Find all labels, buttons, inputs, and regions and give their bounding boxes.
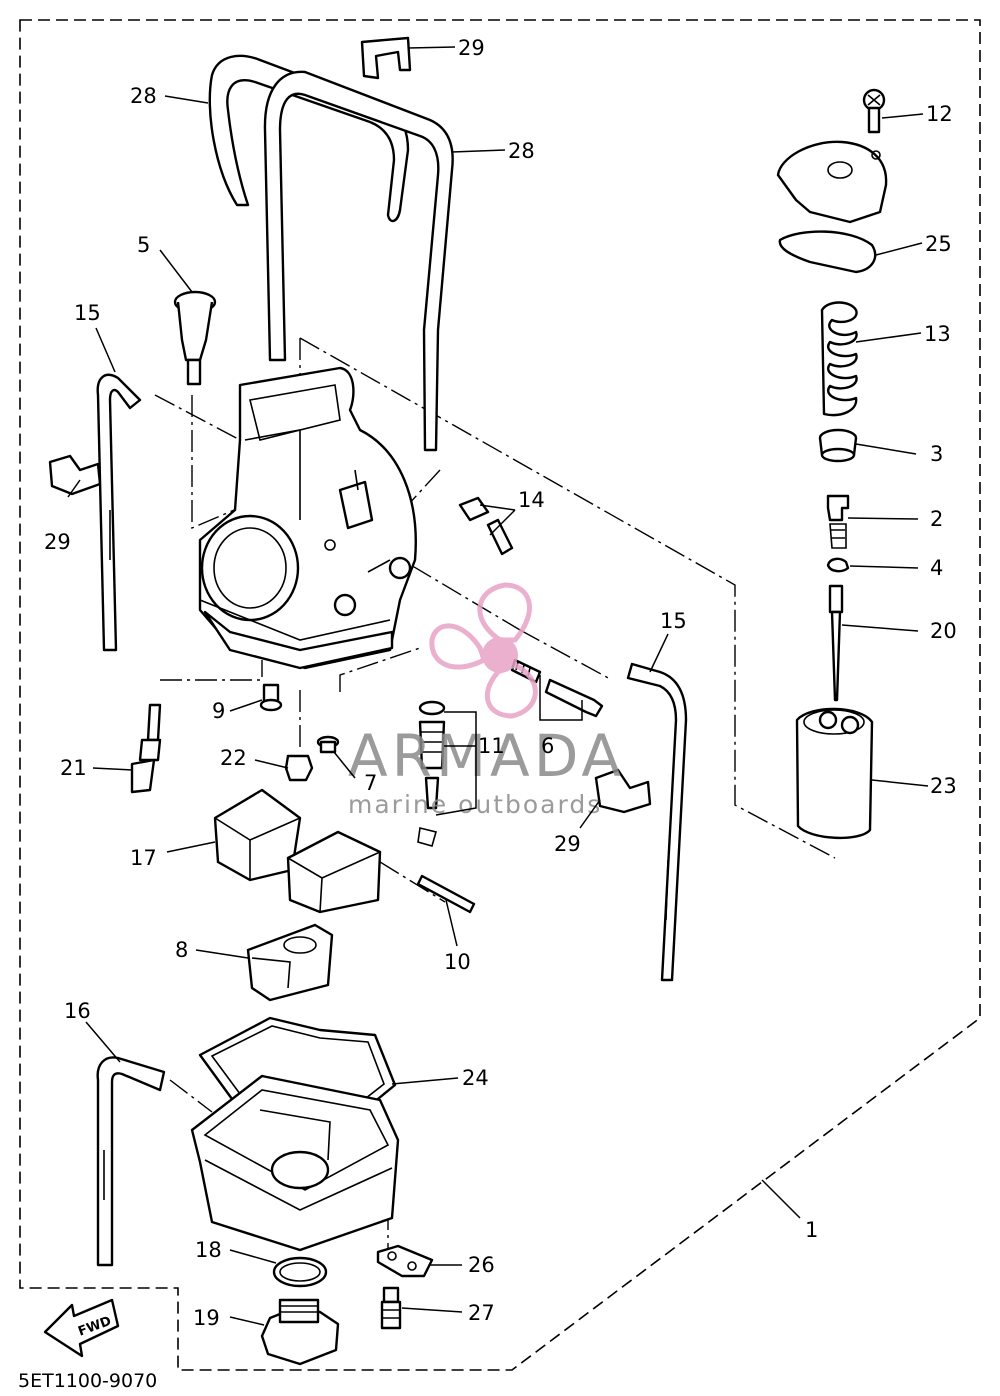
- callout-26: 26: [468, 1253, 495, 1277]
- callout-6: 6: [541, 734, 554, 758]
- vent-hose-28-right: [263, 70, 454, 452]
- callout-14: 14: [518, 488, 545, 512]
- callout-5: 5: [137, 233, 150, 257]
- plate-26: [376, 1244, 434, 1278]
- watermark-logo: ARMADA marine outboards: [348, 582, 625, 819]
- drain-hose-16: [96, 1056, 166, 1267]
- drain-plug-19: [260, 1298, 340, 1366]
- top-cap: [776, 140, 888, 224]
- o-ring-18: [272, 1256, 328, 1288]
- callout-27: 27: [468, 1301, 495, 1325]
- callout-12: 12: [926, 102, 953, 126]
- float-chamber: [190, 1074, 400, 1252]
- callout-22: 22: [220, 746, 247, 770]
- throttle-valve-23: [795, 707, 874, 840]
- callout-8: 8: [175, 938, 188, 962]
- callout-25: 25: [925, 232, 952, 256]
- spring-13: [820, 301, 858, 417]
- watermark-brand: ARMADA: [348, 722, 625, 790]
- callout-23: 23: [930, 774, 957, 798]
- bolt-27: [380, 1286, 402, 1330]
- callout-20: 20: [930, 619, 957, 643]
- float-17: [213, 788, 382, 914]
- callout-2: 2: [930, 507, 943, 531]
- needle-valve-11: [417, 700, 446, 847]
- callout-16: 16: [64, 999, 91, 1023]
- callout-4: 4: [930, 556, 943, 580]
- gasket-25: [778, 230, 877, 274]
- callout-3: 3: [930, 442, 943, 466]
- callout-29-right: 29: [554, 832, 581, 856]
- needle-20: [828, 584, 844, 702]
- callout-labels: 29 28 12 28 25 5 15 13 3 14 2 29 4 15 20…: [44, 36, 957, 1330]
- diagram-code: 5ET1100-9070: [18, 1370, 157, 1392]
- carburetor-body: [198, 366, 417, 670]
- clip-4: [826, 557, 850, 573]
- holder-8: [246, 923, 334, 1002]
- callout-10: 10: [444, 950, 471, 974]
- callout-15-left: 15: [74, 301, 101, 325]
- overflow-hose-15-left: [96, 373, 142, 652]
- assembly-boundary: [19, 19, 981, 1371]
- callout-15-right: 15: [660, 609, 687, 633]
- retainer-3: [818, 428, 858, 463]
- pilot-screw-21: [130, 703, 162, 794]
- holder-2: [826, 494, 850, 549]
- screw-12: [862, 88, 886, 134]
- hose-clamp-29-top: [360, 36, 412, 80]
- hose-clamp-29-right: [594, 768, 652, 814]
- starter-plunger-5: [173, 290, 217, 386]
- callout-13: 13: [924, 322, 951, 346]
- callout-28-right: 28: [508, 139, 535, 163]
- callout-28-left: 28: [130, 84, 157, 108]
- callout-19: 19: [193, 1306, 220, 1330]
- callout-21: 21: [60, 756, 87, 780]
- callout-11: 11: [478, 734, 505, 758]
- screw-7: [316, 735, 340, 754]
- throttle-screw-14: [458, 496, 514, 556]
- overflow-hose-15-right: [626, 662, 688, 982]
- callout-7: 7: [364, 771, 377, 795]
- callout-24: 24: [462, 1066, 489, 1090]
- callout-29-left: 29: [44, 530, 71, 554]
- callout-1: 1: [805, 1218, 818, 1242]
- callout-18: 18: [195, 1238, 222, 1262]
- callout-9: 9: [212, 699, 225, 723]
- float-pin-10: [416, 874, 476, 914]
- nut-22: [284, 754, 314, 782]
- watermark-tagline: marine outboards: [348, 790, 602, 819]
- screw-9: [259, 683, 283, 712]
- leader-lines: [67, 46, 929, 1326]
- callout-17: 17: [130, 846, 157, 870]
- propeller-icon: [429, 582, 538, 719]
- fwd-arrow-icon: FWD: [43, 1298, 120, 1358]
- callout-29-top: 29: [458, 36, 485, 60]
